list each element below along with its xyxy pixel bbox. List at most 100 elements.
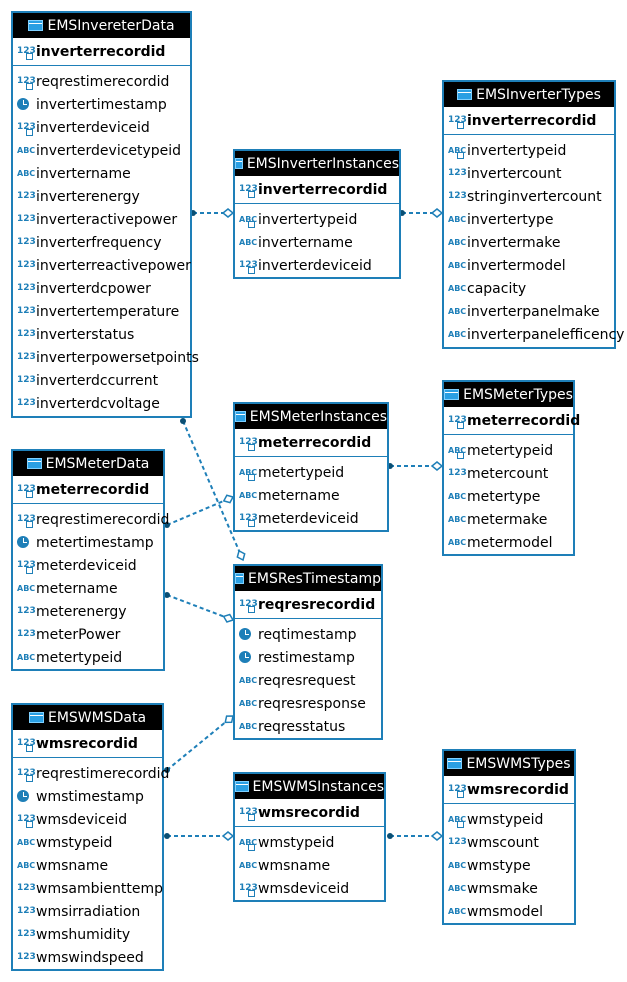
relationship-emsmeterinstances-emsmetertypes[interactable] bbox=[387, 461, 444, 471]
table-header[interactable]: EMSInverterTypes bbox=[444, 82, 614, 107]
table-header[interactable]: EMSResTimestamp bbox=[235, 566, 381, 591]
column-row[interactable]: restimestamp bbox=[235, 646, 381, 669]
relationship-emsinverterinstances-emsinvertertypes[interactable] bbox=[399, 208, 444, 218]
relationship-emsmeterdata-emsrestimestamp[interactable] bbox=[164, 592, 235, 623]
column-row[interactable]: reqtimestamp bbox=[235, 623, 381, 646]
table-header[interactable]: EMSWMSData bbox=[13, 705, 162, 730]
table-header[interactable]: EMSWMSInstances bbox=[235, 774, 384, 799]
column-row[interactable]: invertertimestamp bbox=[13, 93, 190, 116]
relationship-emsinvereterdata-emsinverterinstances[interactable] bbox=[190, 208, 235, 218]
table-header[interactable]: EMSInvereterData bbox=[13, 13, 190, 38]
table-header[interactable]: EMSInverterInstances bbox=[235, 151, 399, 176]
table-header[interactable]: EMSMeterData bbox=[13, 451, 163, 476]
relationship-emsinvereterdata-emsrestimestamp[interactable] bbox=[180, 418, 246, 562]
table-header[interactable]: EMSMeterTypes bbox=[444, 382, 573, 407]
table-header[interactable]: EMSMeterInstances bbox=[235, 404, 387, 429]
relationship-emsmeterdata-emsmeterinstances[interactable] bbox=[164, 494, 235, 528]
relationship-emswmsdata-emswmsinstances[interactable] bbox=[164, 831, 235, 841]
column-row[interactable]: metertimestamp bbox=[13, 531, 163, 554]
table-header[interactable]: EMSWMSTypes bbox=[444, 751, 574, 776]
relationship-emswmsdata-emsrestimestamp[interactable] bbox=[164, 715, 234, 773]
relationship-emswmsinstances-emswmstypes[interactable] bbox=[387, 831, 444, 841]
column-row[interactable]: wmstimestamp bbox=[13, 785, 162, 808]
